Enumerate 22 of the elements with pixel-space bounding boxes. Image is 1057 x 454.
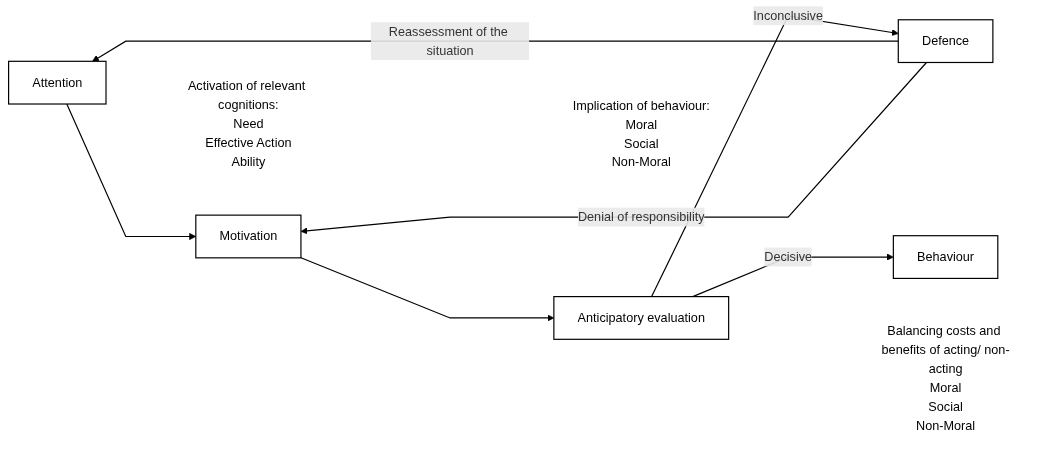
node-label: Activation of relevant cognitions: [187,79,306,112]
node-box: Motivation [195,214,302,259]
node-box: Behaviour [892,235,999,279]
node-box: Defence [897,19,994,64]
node-label: Implication of behaviour: [572,98,710,112]
node-label: Effective Action [205,136,292,150]
edge-label: Reassessment of the situation [388,24,508,57]
node-box: Anticipatory evaluation [553,296,730,340]
node-label: Ability [231,155,266,169]
node-box: Attention [8,60,107,105]
edge-label: Denial of responsibility [577,209,705,224]
node-label: Social [928,400,963,414]
node-label: Social [624,136,659,150]
node-label: Non-Moral [611,155,671,169]
node-label: Balancing costs and benefits of acting/ non-acting [881,324,1010,376]
edge-label: Inconclusive [753,8,823,23]
arrow [300,61,928,235]
node-label: Need [233,117,264,131]
node-label: Moral [625,117,658,131]
edge-label: Decisive [764,249,813,264]
node-label: Moral [929,381,962,395]
node-label: Non-Moral [916,419,976,433]
